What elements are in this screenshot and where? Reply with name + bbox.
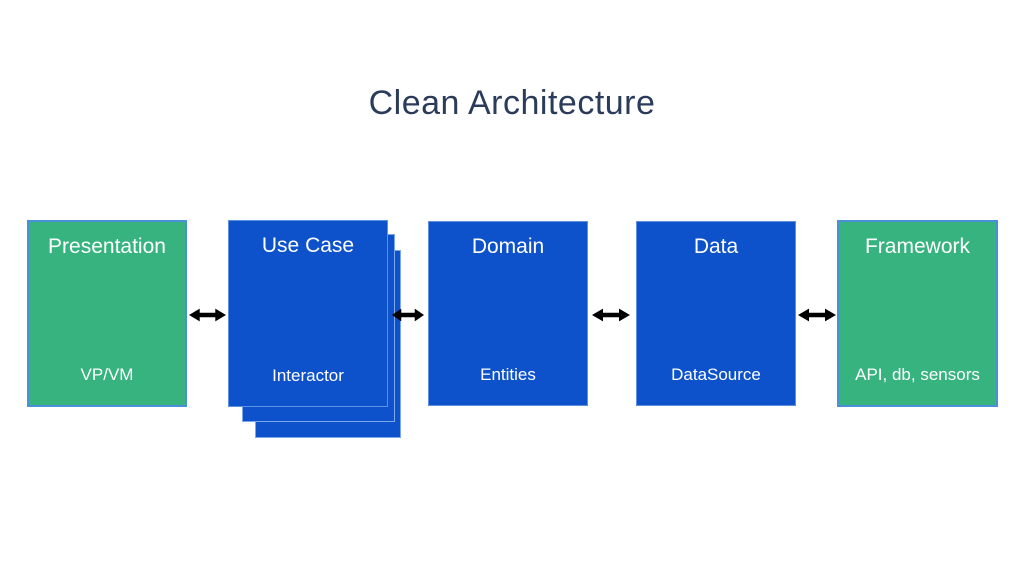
bidirectional-arrow-icon	[189, 308, 226, 322]
layer-box-domain: Domain Entities	[428, 221, 588, 406]
layer-label-presentation: Presentation	[48, 235, 166, 258]
layer-label-use-case: Use Case	[261, 234, 355, 257]
layer-box-presentation: Presentation VP/VM	[27, 220, 187, 407]
layer-label-domain: Domain	[471, 235, 545, 258]
layer-sublabel-domain: Entities	[480, 365, 536, 384]
slide-title: Clean Architecture	[368, 84, 656, 122]
bidirectional-arrow-icon	[798, 308, 836, 322]
bidirectional-arrow-icon	[392, 308, 424, 322]
layer-sublabel-framework: API, db, sensors	[855, 365, 980, 384]
layer-sublabel-data: DataSource	[671, 365, 761, 384]
bidirectional-arrow-icon	[592, 308, 630, 322]
layer-box-data: Data DataSource	[636, 221, 796, 406]
layer-box-framework: Framework API, db, sensors	[837, 220, 998, 407]
layer-box-use-case: Use Case Interactor	[228, 220, 388, 407]
layer-label-framework: Framework	[864, 235, 970, 258]
layer-sublabel-use-case: Interactor	[272, 366, 344, 385]
layer-sublabel-presentation: VP/VM	[80, 365, 134, 384]
layer-label-data: Data	[693, 235, 739, 258]
